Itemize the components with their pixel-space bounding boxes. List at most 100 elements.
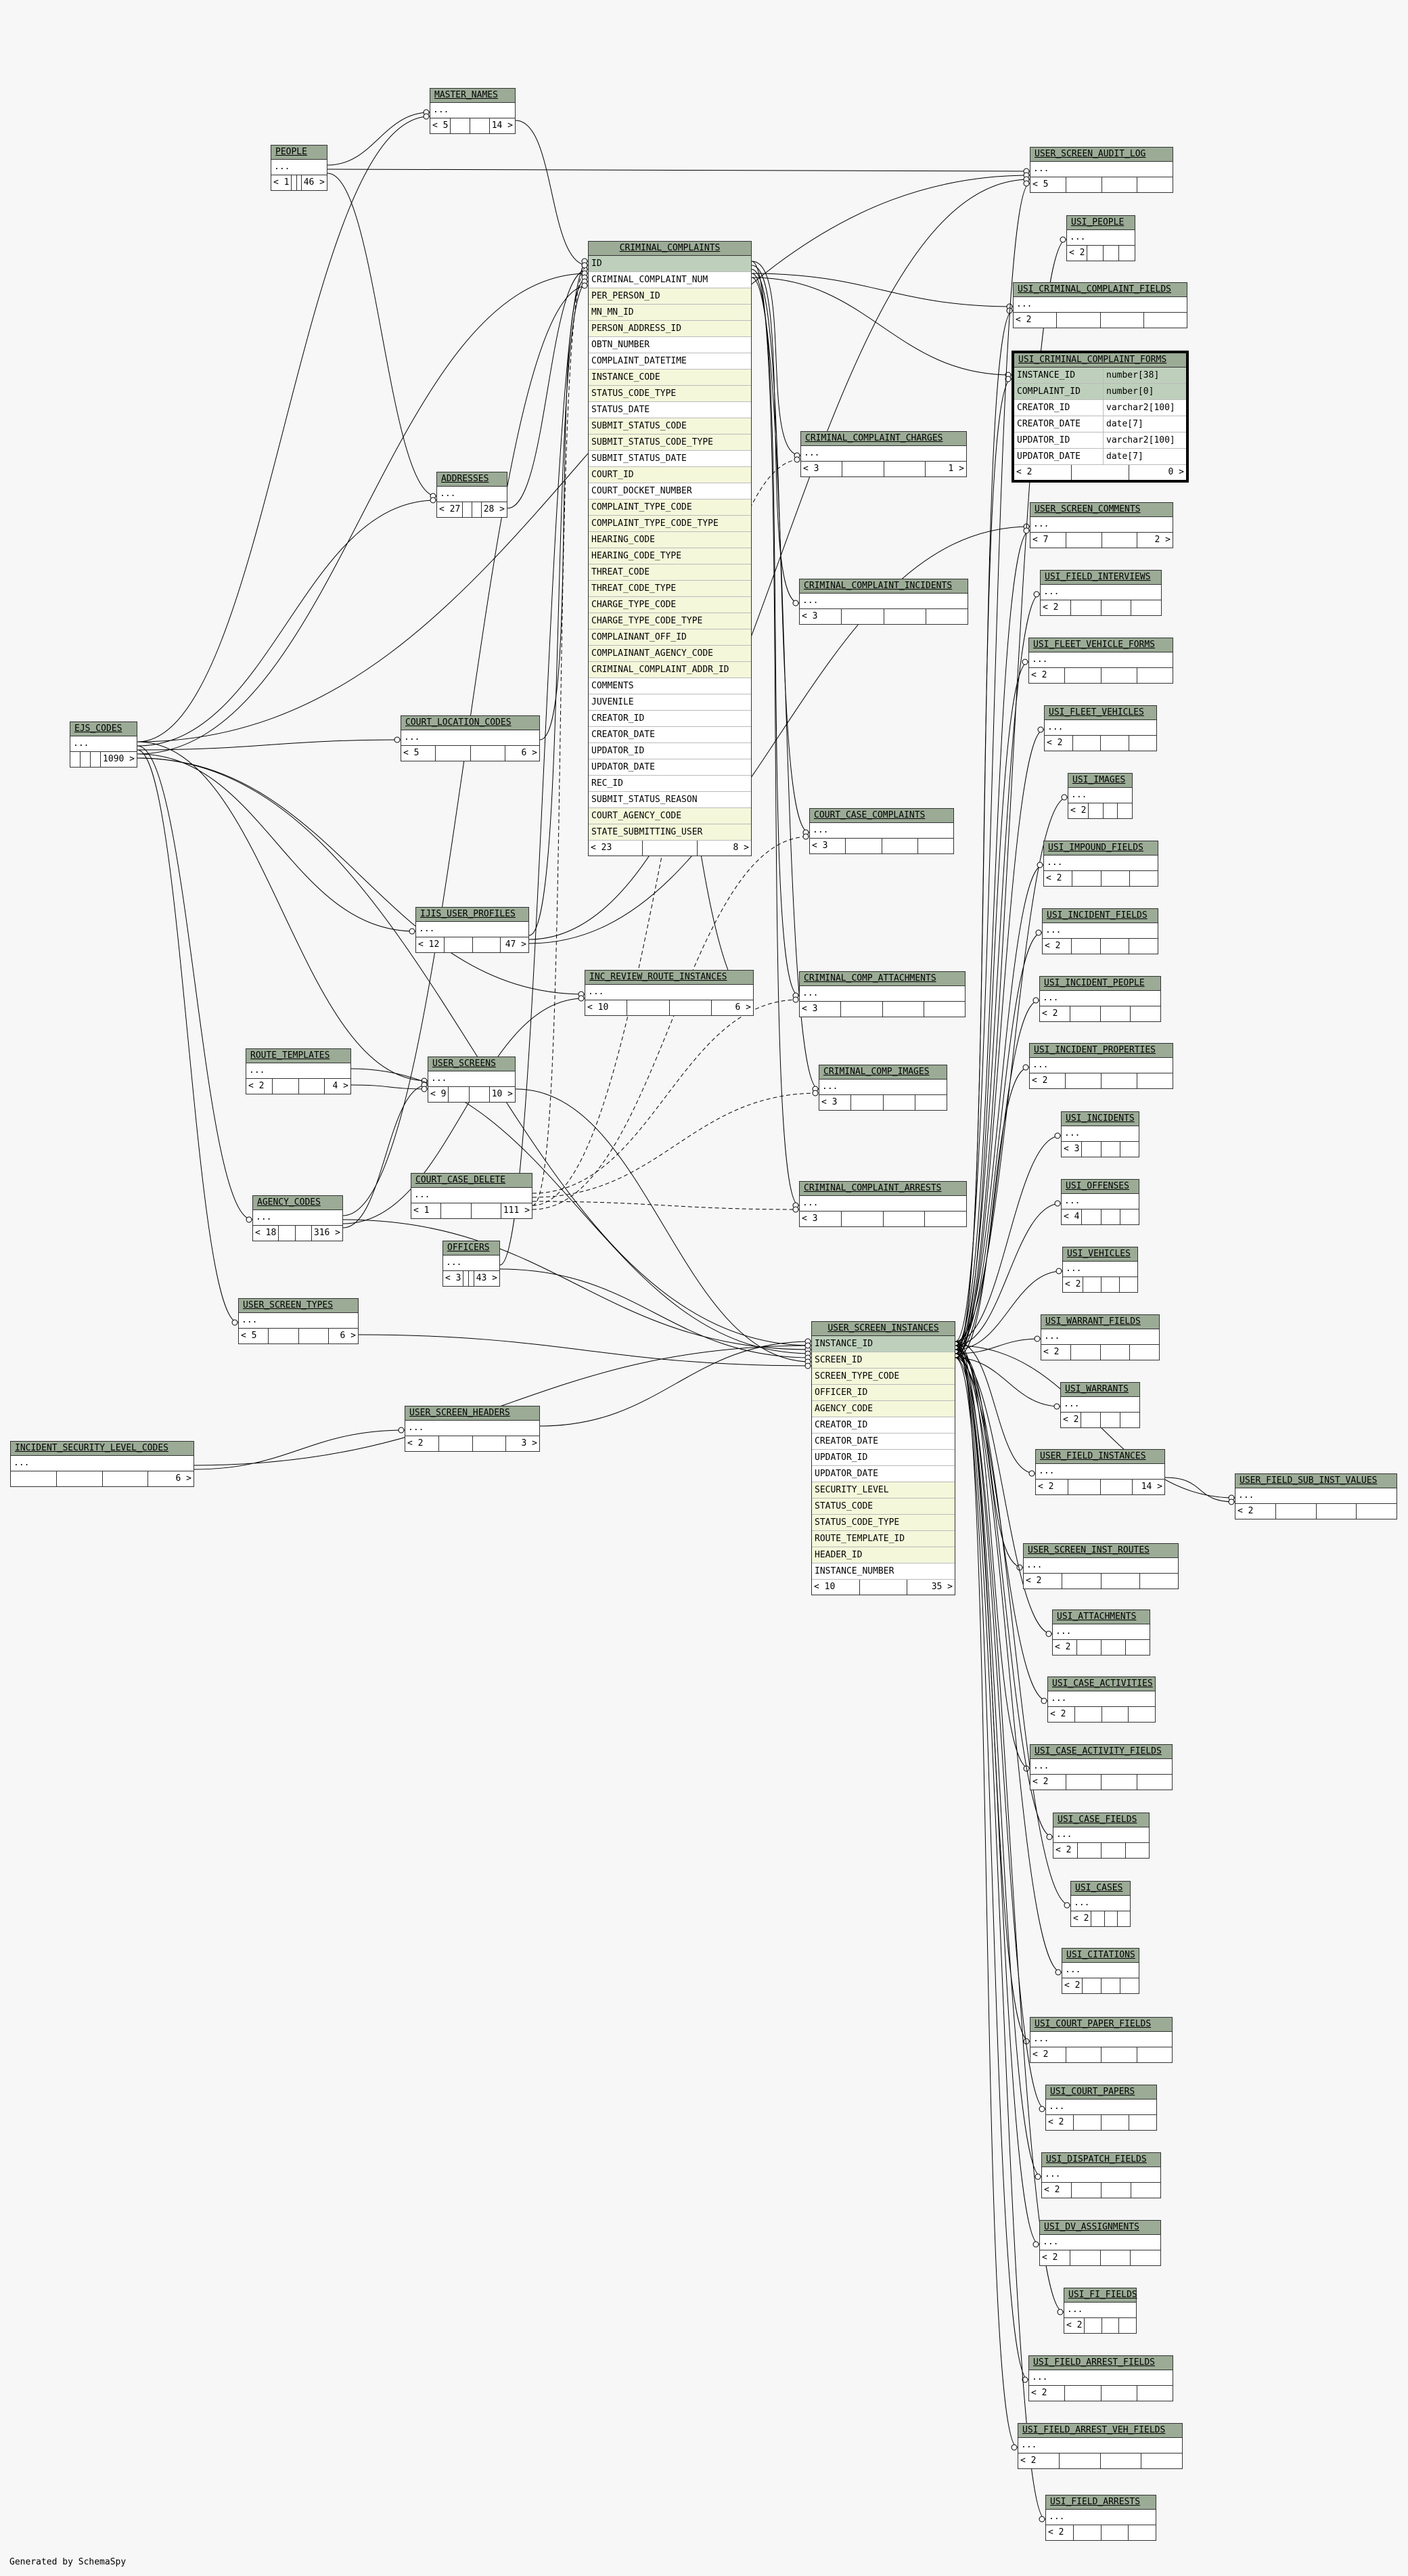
table-column-row[interactable]: COMMENTS [589,678,751,694]
child-count[interactable] [1143,313,1187,328]
parent-count[interactable]: < 7 [1032,535,1049,545]
table-header[interactable]: CRIMINAL_COMPLAINT_ARRESTS [800,1182,966,1196]
parent-count[interactable]: < 3 [812,841,828,851]
table-usi-fi-fields[interactable]: USI_FI_FIELDS...< 2 [1064,2288,1137,2334]
parent-count[interactable] [70,752,80,767]
parent-count[interactable]: < 5 [1032,179,1049,190]
table-usi-dv-assignments[interactable]: USI_DV_ASSIGNMENTS...< 2 [1039,2220,1161,2266]
table-column-row[interactable]: STATUS_CODE_TYPE [589,386,751,402]
child-count[interactable] [1129,2115,1156,2130]
collapsed-columns[interactable]: ... [1053,1827,1149,1843]
parent-count[interactable]: < 2 [1055,1642,1071,1652]
parent-count[interactable]: < 2 [248,1081,265,1091]
table-column-row[interactable]: INSTANCE_ID [812,1336,955,1352]
table-column-row[interactable]: PERSON_ADDRESS_ID [589,321,751,337]
collapsed-columns[interactable]: ... [1235,1488,1396,1504]
child-count[interactable] [923,1002,965,1017]
table-header[interactable]: USI_FIELD_ARRESTS [1046,2495,1156,2510]
parent-count[interactable] [11,1471,56,1486]
child-count[interactable] [1120,1978,1139,1993]
child-count[interactable] [1128,1707,1155,1722]
child-count[interactable] [1130,2250,1160,2265]
table-column-row[interactable]: CREATOR_DATE [589,727,751,743]
table-header[interactable]: USI_COURT_PAPERS [1046,2085,1156,2100]
parent-count[interactable]: < 3 [803,464,819,474]
collapsed-columns[interactable]: ... [1043,923,1158,939]
table-header[interactable]: IJIS_USER_PROFILES [416,908,528,922]
table-header[interactable]: INCIDENT_SECURITY_LEVEL_CODES [11,1442,194,1456]
parent-count[interactable]: < 23 [591,843,612,853]
table-column-row[interactable]: INSTANCE_CODE [589,370,751,386]
table-column-row[interactable]: ROUTE_TEMPLATE_ID [812,1531,955,1547]
collapsed-columns[interactable]: ... [800,594,968,609]
collapsed-columns[interactable]: ... [239,1313,358,1329]
collapsed-columns[interactable]: ... [1046,2510,1156,2525]
child-count[interactable]: 316 > [311,1226,342,1241]
child-count[interactable] [1137,177,1173,192]
collapsed-columns[interactable]: ... [1030,1759,1172,1775]
table-column-row[interactable]: SECURITY_LEVEL [812,1482,955,1498]
parent-count[interactable]: < 3 [1064,1144,1080,1154]
table-usi-criminal-complaint-forms[interactable]: USI_CRIMINAL_COMPLAINT_FORMS INSTANCE_ID… [1012,351,1189,483]
child-count[interactable] [1128,736,1157,751]
table-header[interactable]: CRIMINAL_COMPLAINTS [589,242,751,256]
table-incident-security-level-codes[interactable]: INCIDENT_SECURITY_LEVEL_CODES...6 > [10,1441,194,1487]
parent-count[interactable]: < 2 [407,1438,424,1448]
table-header[interactable]: USI_CRIMINAL_COMPLAINT_FORMS [1014,353,1186,368]
table-column-row[interactable]: CHARGE_TYPE_CODE_TYPE [589,613,751,629]
parent-count[interactable]: < 2 [1032,2049,1049,2060]
table-usi-court-paper-fields[interactable]: USI_COURT_PAPER_FIELDS...< 2 [1030,2017,1173,2063]
table-column-row[interactable]: SUBMIT_STATUS_REASON [589,792,751,808]
parent-count[interactable]: < 2 [1016,467,1032,477]
collapsed-columns[interactable]: ... [1063,1262,1137,1277]
table-column-row[interactable]: STATUS_CODE [812,1498,955,1515]
table-column-row[interactable]: OFFICER_ID [812,1385,955,1401]
parent-count[interactable]: < 2 [1073,1913,1089,1924]
parent-count[interactable]: < 3 [802,1214,818,1224]
collapsed-columns[interactable]: ... [405,1421,539,1436]
table-header[interactable]: USI_DV_ASSIGNMENTS [1040,2221,1160,2235]
collapsed-columns[interactable]: ... [1048,1691,1155,1707]
table-header[interactable]: USER_FIELD_SUB_INST_VALUES [1235,1474,1396,1488]
table-column-row[interactable]: THREAT_CODE [589,564,751,581]
parent-count[interactable]: < 2 [1048,2117,1064,2127]
table-user-field-sub-inst-values[interactable]: USER_FIELD_SUB_INST_VALUES...< 2 [1235,1473,1397,1519]
child-count[interactable] [1125,1843,1150,1858]
child-count[interactable] [1116,1911,1130,1926]
table-header[interactable]: USI_INCIDENT_PEOPLE [1040,977,1160,991]
child-count[interactable] [1125,1640,1150,1655]
collapsed-columns[interactable]: ... [1064,2303,1136,2318]
child-count[interactable] [917,839,953,853]
table-header[interactable]: USI_CASE_ACTIVITIES [1048,1677,1155,1691]
table-column-row[interactable]: JUVENILE [589,694,751,711]
child-count[interactable]: 6 > [710,1000,753,1015]
table-header[interactable]: USI_IMPOUND_FIELDS [1044,841,1158,856]
child-count[interactable] [1141,2453,1182,2468]
table-column-row[interactable]: CREATOR_DATE [812,1434,955,1450]
parent-count[interactable]: < 2 [1045,941,1061,951]
table-header[interactable]: USI_FI_FIELDS [1064,2288,1137,2303]
collapsed-columns[interactable]: ... [1061,1397,1139,1413]
parent-count[interactable]: < 10 [814,1582,836,1592]
table-column-row[interactable]: COURT_DOCKET_NUMBER [589,483,751,499]
collapsed-columns[interactable]: ... [1053,1624,1150,1640]
table-header[interactable]: USI_CASE_ACTIVITY_FIELDS [1030,1745,1172,1759]
child-count[interactable]: 35 > [907,1580,955,1595]
table-column-row[interactable]: UPDATOR_DATE [812,1466,955,1482]
parent-count[interactable]: < 2 [1070,805,1087,816]
parent-count[interactable]: < 2 [1032,1777,1049,1787]
table-column-row[interactable]: PER_PERSON_ID [589,288,751,305]
collapsed-columns[interactable]: ... [253,1210,342,1226]
table-user-screen-inst-routes[interactable]: USER_SCREEN_INST_ROUTES...< 2 [1023,1543,1179,1589]
child-count[interactable] [1136,1775,1173,1790]
table-header[interactable]: USI_PEOPLE [1067,216,1135,230]
table-header[interactable]: ADDRESSES [437,472,507,487]
collapsed-columns[interactable]: ... [271,160,327,175]
table-header[interactable]: USI_CASE_FIELDS [1053,1813,1149,1827]
table-header[interactable]: INC_REVIEW_ROUTE_INSTANCES [585,971,753,985]
child-count[interactable]: 1090 > [100,752,137,767]
